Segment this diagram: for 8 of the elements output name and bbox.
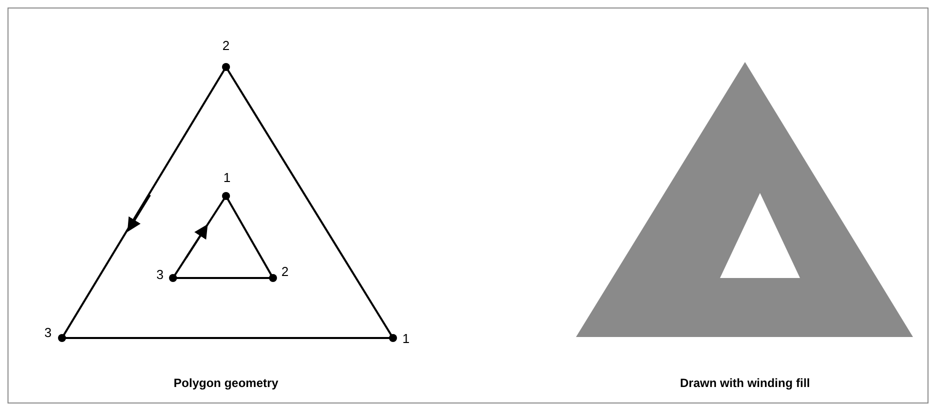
vertex-number: 2 (281, 265, 289, 279)
vertex-number: 1 (402, 332, 410, 346)
vertex-number: 2 (222, 39, 230, 53)
caption: Drawn with winding fill (680, 376, 810, 390)
vertex-number: 1 (223, 171, 231, 185)
vertex-number: 3 (44, 326, 52, 340)
vertex-number: 3 (156, 268, 164, 282)
caption: Polygon geometry (174, 376, 278, 390)
